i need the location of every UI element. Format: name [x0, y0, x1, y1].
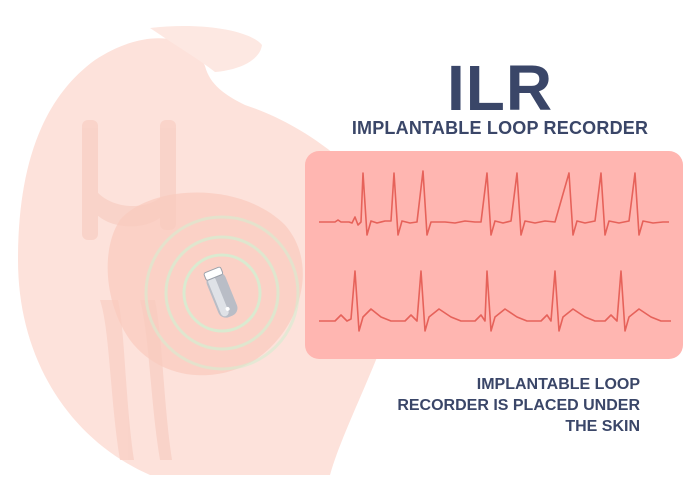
signal-ring-inner — [182, 253, 262, 333]
ecg-trace-bottom — [319, 270, 671, 332]
page-title: ILR — [446, 52, 554, 124]
ecg-traces — [319, 170, 671, 332]
caption-line-2: RECORDER IS PLACED UNDER — [397, 397, 640, 414]
caption-line-3: THE SKIN — [565, 418, 640, 435]
signal-ring-middle — [164, 235, 280, 351]
ecg-panel — [305, 151, 683, 359]
signal-ring-outer — [144, 215, 300, 371]
caption: IMPLANTABLE LOOP RECORDER IS PLACED UNDE… — [360, 374, 640, 437]
loop-recorder-device — [203, 266, 238, 318]
page-subtitle: IMPLANTABLE LOOP RECORDER — [351, 118, 649, 138]
ecg-trace-top — [319, 170, 669, 236]
shoulder-shape — [150, 25, 262, 72]
signal-rings — [144, 215, 300, 371]
caption-line-1: IMPLANTABLE LOOP — [476, 376, 640, 393]
vessel-lower-left — [100, 300, 134, 460]
